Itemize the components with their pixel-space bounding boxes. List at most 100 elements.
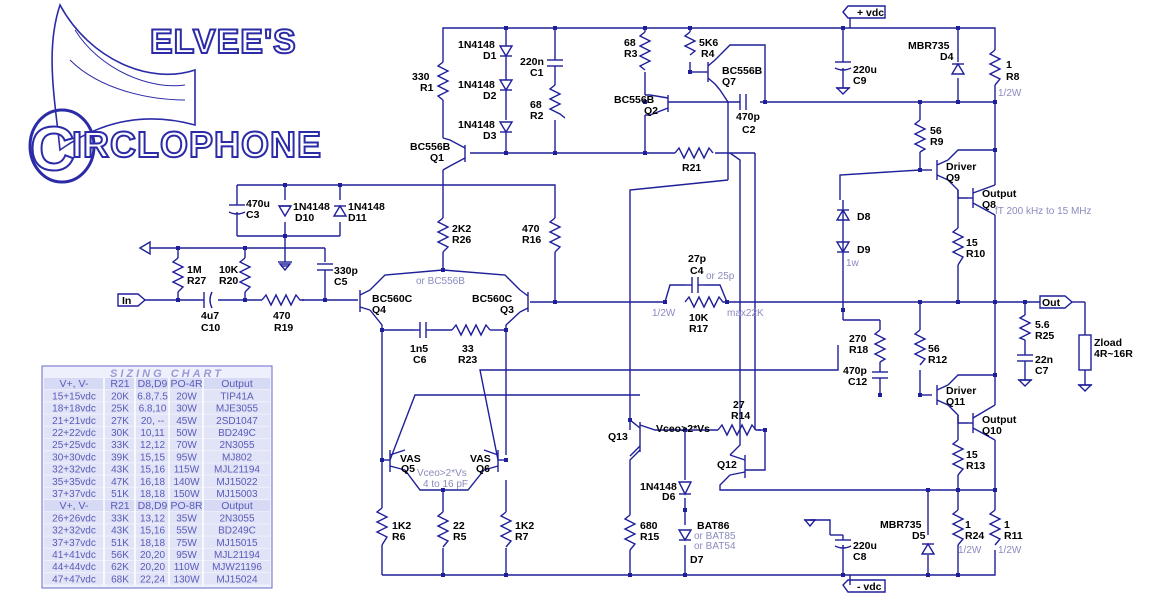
- label-c2-value: 470p: [736, 111, 760, 123]
- sizing-row-4r-cell: MJ15003: [216, 489, 258, 500]
- sizing-row-4r-cell: MJ802: [222, 452, 252, 463]
- sizing-row-4r-cell: 6.8,10: [139, 404, 167, 415]
- label-r1-value: 330: [412, 71, 430, 83]
- sizing-header-8r-cell: V+, V-: [60, 500, 89, 512]
- label-r12-ref: R12: [928, 354, 947, 366]
- transistor-q2-icon: [645, 94, 690, 116]
- sizing-header-4r-cell: R21: [110, 378, 129, 390]
- label-c1-value: 220n: [520, 56, 544, 68]
- label-r9-value: 56: [930, 125, 942, 137]
- resistor-r26-icon: [436, 217, 450, 253]
- label-r3-value: 68: [624, 37, 636, 49]
- label-r25-ref: R25: [1035, 330, 1054, 342]
- resistor-r13-icon: [951, 439, 965, 476]
- label-c9-value: 220u: [853, 64, 877, 76]
- resistor-r16-icon: [548, 217, 562, 253]
- sizing-row-8r-cell: 41+41vdc: [52, 550, 96, 561]
- label-r6-ref: R6: [392, 531, 406, 543]
- sizing-row-8r-cell: MJL21194: [214, 550, 260, 561]
- label-c9-ref: C9: [853, 75, 867, 87]
- logo-big-letter: C: [30, 115, 76, 184]
- label-c10-value: 4u7: [201, 310, 219, 322]
- sizing-row-8r-cell: 55W: [176, 526, 197, 537]
- sizing-row-4r-cell: 18+18vdc: [52, 404, 96, 415]
- sizing-row-4r-cell: 30+30vdc: [52, 452, 96, 463]
- label-r19-value: 470: [273, 310, 291, 322]
- sizing-row-4r-cell: 16,18: [140, 477, 165, 488]
- capacitor-c8-icon: [830, 534, 852, 549]
- component-symbols: [117, 5, 1093, 593]
- label-c5-value: 330p: [334, 265, 358, 277]
- sizing-header-8r-bg: [44, 500, 270, 512]
- sizing-row-8r-cell: 75W: [176, 538, 197, 549]
- label-c12-value: 470p: [843, 365, 867, 377]
- ground-out-icon: [1017, 379, 1033, 387]
- ground-arrow-left-icon: [138, 240, 151, 256]
- label-q9-type: Driver: [946, 161, 976, 173]
- label-r19-ref: R19: [274, 322, 293, 334]
- label-q13-ref: Q13: [608, 431, 628, 443]
- sizing-header-4r-cell: D8,D9: [138, 378, 168, 390]
- sizing-row-8r-bg: [44, 524, 270, 536]
- sizing-row-4r-cell: 32+32vdc: [52, 465, 96, 476]
- label-d4-ref: D4: [940, 51, 954, 63]
- ground-c8-icon: [803, 519, 817, 528]
- resistor-r23-icon: [451, 323, 491, 337]
- label-d7-alt2: or BAT54: [694, 541, 736, 552]
- label-c5-ref: C5: [334, 276, 348, 288]
- diode-d8-icon: [835, 208, 851, 221]
- resistor-r14-icon: [717, 423, 761, 437]
- sizing-chart-title: SIZING CHART: [110, 368, 224, 380]
- sizing-row-8r-bg: [44, 561, 270, 573]
- diode-d1-icon: [498, 42, 514, 80]
- sizing-row-4r-cell: 25+25vdc: [52, 440, 96, 451]
- capacitor-c3-icon: [228, 200, 246, 220]
- sizing-row-4r-cell: 43K: [111, 465, 129, 476]
- label-q1-type: BC556B: [410, 141, 451, 153]
- sizing-row-4r-cell: 150W: [173, 489, 200, 500]
- resistor-r25-icon: [1018, 314, 1032, 341]
- sizing-row-4r-cell: 10,11: [140, 428, 165, 439]
- label-q7-ref: Q7: [722, 76, 736, 88]
- capacitor-c2-icon: [739, 94, 747, 110]
- label-r5-value: 22: [453, 520, 465, 532]
- capacitor-c5-icon: [317, 263, 333, 280]
- label-r21-ref: R21: [682, 162, 701, 174]
- label-r17-max: max22K: [727, 308, 764, 319]
- sizing-row-4r-cell: 15,16: [140, 465, 165, 476]
- transistor-q4-icon: [359, 289, 371, 312]
- sizing-row-8r-cell: 37+37vdc: [52, 538, 96, 549]
- sizing-row-4r-bg: [44, 439, 270, 451]
- resistor-r9-icon: [913, 119, 927, 153]
- label-r24-value: 1: [965, 519, 971, 531]
- sizing-header-8r-cell: Output: [221, 500, 253, 512]
- sizing-header-4r-cell: PO-4R: [170, 378, 203, 390]
- sizing-row-4r-cell: 35+35vdc: [52, 477, 96, 488]
- label-q3-ref: Q3: [500, 304, 514, 316]
- transistor-q12-icon: [729, 454, 746, 478]
- label-r26-ref: R26: [452, 234, 471, 246]
- label-d5-type: MBR735: [880, 519, 922, 531]
- label-r8-value: 1: [1006, 59, 1012, 71]
- resistor-r11-icon: [988, 509, 1002, 546]
- label-d7-type: BAT86: [697, 520, 730, 532]
- resistor-r8-icon: [988, 49, 1002, 86]
- sizing-row-4r-cell: 18,18: [140, 489, 165, 500]
- sizing-row-4r-cell: 30W: [176, 404, 197, 415]
- resistor-r2-icon: [548, 84, 566, 119]
- sizing-row-4r-bg: [44, 402, 270, 414]
- label-r1-ref: R1: [420, 82, 434, 94]
- sizing-row-8r-cell: 44+44vdc: [52, 562, 96, 573]
- label-q10-ref: Q10: [982, 425, 1002, 437]
- capacitor-c4-icon: [685, 277, 705, 293]
- sizing-row-4r-cell: 37+37vdc: [52, 489, 96, 500]
- label-q5-type: VAS: [400, 453, 421, 465]
- label-d1-type: 1N4148: [458, 39, 495, 51]
- sizing-row-4r-cell: 2SD1047: [216, 416, 258, 427]
- capacitor-c12-icon: [872, 371, 888, 385]
- label-d9-power: 1w: [846, 258, 860, 269]
- label-c8-value: 220u: [853, 540, 877, 552]
- logo-circle-icon: [28, 108, 96, 184]
